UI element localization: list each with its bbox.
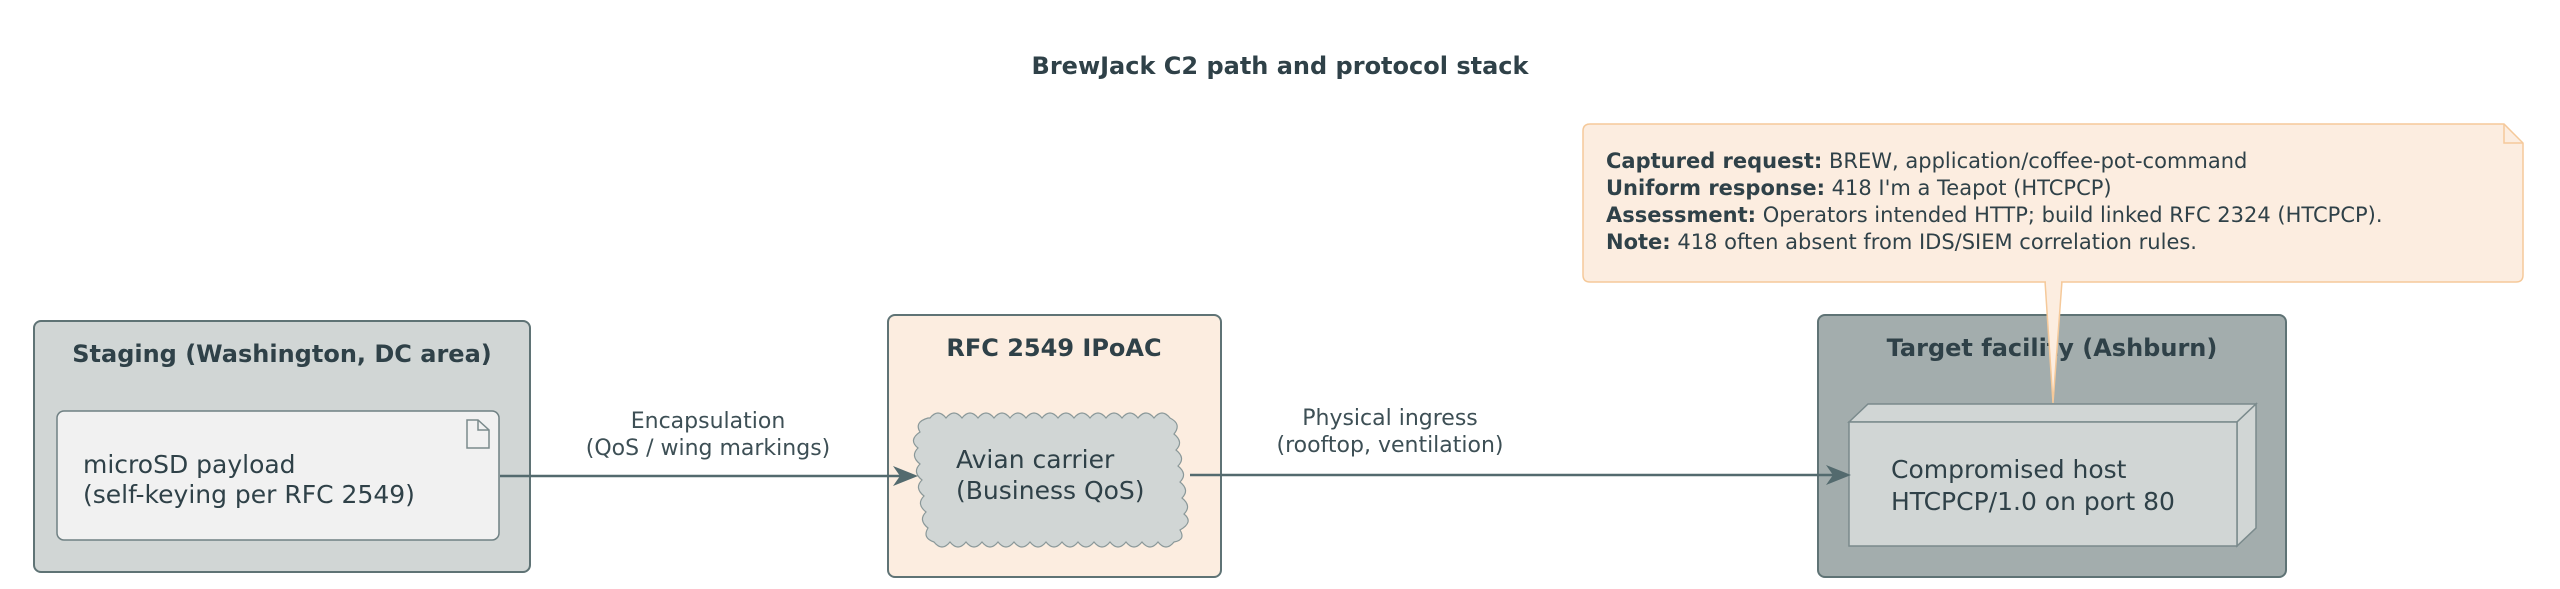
note-body bbox=[1582, 123, 2524, 283]
note-key: Assessment: bbox=[1606, 203, 1756, 227]
note-line-3: Assessment: Operators intended HTTP; bui… bbox=[1606, 203, 2383, 227]
arrowhead-icon bbox=[893, 466, 918, 486]
package-target[interactable]: Target facility (Ashburn) Compromised ho… bbox=[1817, 314, 2287, 578]
package-staging[interactable]: Staging (Washington, DC area) microSD pa… bbox=[33, 320, 531, 573]
artifact-line-1: microSD payload bbox=[83, 450, 296, 479]
note-fold-icon bbox=[2503, 124, 2523, 144]
node-top-face bbox=[1847, 403, 2258, 423]
node-side-face bbox=[2236, 402, 2257, 548]
artifact-line-2: (self-keying per RFC 2549) bbox=[83, 480, 415, 509]
cloud-line-1: Avian carrier bbox=[956, 445, 1115, 474]
note-value: 418 often absent from IDS/SIEM correlati… bbox=[1671, 230, 2197, 254]
edge-label-line-1: Physical ingress bbox=[1302, 406, 1478, 431]
note-key: Note: bbox=[1606, 230, 1671, 254]
node-compromised-host[interactable]: Compromised host HTCPCP/1.0 on port 80 bbox=[1847, 402, 2258, 548]
artifact-microsd-payload[interactable]: microSD payload (self-keying per RFC 254… bbox=[56, 410, 500, 541]
edge-label-line-2: (QoS / wing markings) bbox=[586, 436, 831, 461]
note-value: BREW, application/coffee-pot-command bbox=[1822, 149, 2247, 173]
note-htcpcp-assessment[interactable]: Captured request: BREW, application/coff… bbox=[1582, 123, 2524, 404]
node-front-face bbox=[1848, 421, 2238, 547]
note-value: 418 I'm a Teapot (HTCPCP) bbox=[1825, 176, 2112, 200]
edge-physical-ingress[interactable]: Physical ingress (rooftop, ventilation) bbox=[1190, 406, 1851, 485]
note-key: Captured request: bbox=[1606, 149, 1822, 173]
document-icon bbox=[466, 419, 490, 449]
edge-label-line-2: (rooftop, ventilation) bbox=[1276, 433, 1503, 458]
note-line-4: Note: 418 often absent from IDS/SIEM cor… bbox=[1606, 230, 2197, 254]
cloud-line-2: (Business QoS) bbox=[956, 476, 1145, 505]
arrowhead-icon bbox=[1826, 465, 1851, 485]
cloud-shape bbox=[912, 412, 1189, 548]
package-ipoac-title: RFC 2549 IPoAC bbox=[946, 334, 1161, 362]
diagram-title: BrewJack C2 path and protocol stack bbox=[1032, 52, 1530, 80]
node-line-2: HTCPCP/1.0 on port 80 bbox=[1891, 487, 2175, 516]
note-key: Uniform response: bbox=[1606, 176, 1825, 200]
artifact-box bbox=[56, 410, 500, 541]
edge-label-line-1: Encapsulation bbox=[631, 409, 786, 434]
note-line-2: Uniform response: 418 I'm a Teapot (HTCP… bbox=[1606, 176, 2112, 200]
note-value: Operators intended HTTP; build linked RF… bbox=[1756, 203, 2383, 227]
node-line-1: Compromised host bbox=[1891, 455, 2127, 484]
cloud-avian-carrier[interactable]: Avian carrier (Business QoS) bbox=[912, 412, 1189, 548]
package-ipoac[interactable]: RFC 2549 IPoAC Avian carrier (Business Q… bbox=[887, 314, 1222, 578]
note-line-1: Captured request: BREW, application/coff… bbox=[1606, 149, 2247, 173]
edge-encapsulation[interactable]: Encapsulation (QoS / wing markings) bbox=[500, 409, 918, 486]
package-staging-title: Staging (Washington, DC area) bbox=[72, 340, 492, 368]
